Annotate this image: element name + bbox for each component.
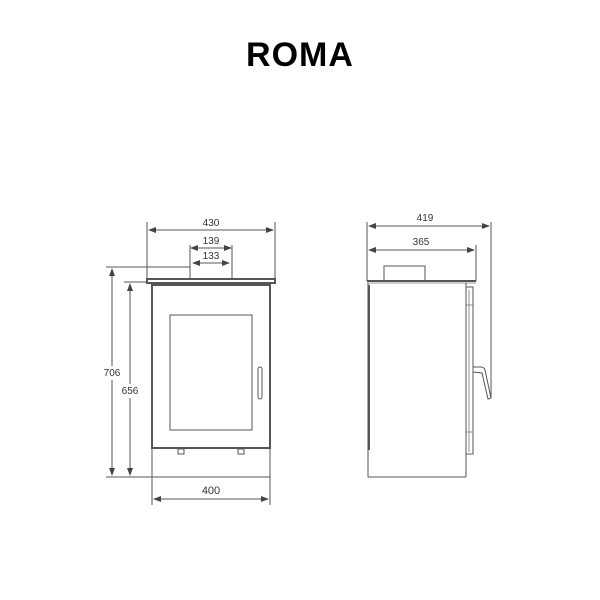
stove-base [151, 447, 271, 478]
dim-height-body: 656 [122, 386, 139, 397]
product-title: ROMA [246, 36, 354, 74]
dim-depth-body: 365 [413, 237, 430, 248]
side-view: 419 365 [366, 213, 492, 478]
dim-flue-inner: 133 [203, 251, 220, 262]
dim-depth-total: 419 [417, 213, 434, 224]
door-handle [257, 366, 263, 400]
side-handle [472, 366, 492, 400]
door-profile [465, 286, 474, 455]
flue-collar [383, 265, 426, 282]
glass-window [169, 314, 253, 431]
dim-flue-outer: 139 [203, 236, 220, 247]
dim-height-total: 706 [104, 368, 121, 379]
top-plate [146, 278, 276, 284]
front-view: 430 139 133 706 656 400 [103, 218, 276, 505]
dim-width-top: 430 [203, 218, 220, 229]
dim-width-base: 400 [202, 485, 220, 497]
